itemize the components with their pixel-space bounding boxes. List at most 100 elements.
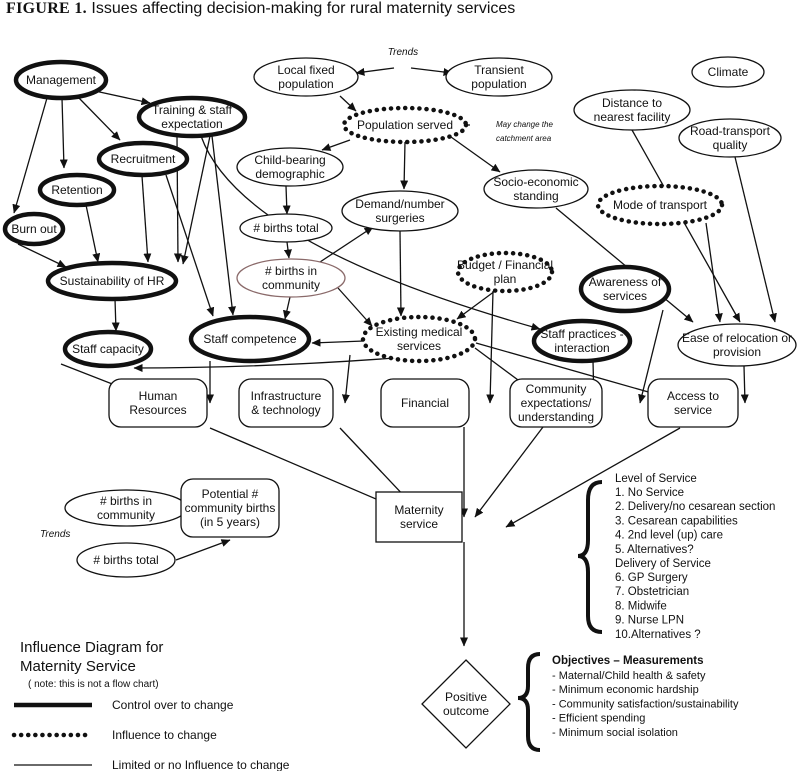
legend-label: Control over to change (112, 698, 234, 712)
node-label: Staff capacity (72, 342, 144, 356)
influence-arrow (337, 287, 373, 327)
node-label: Access to (667, 389, 719, 403)
node-label: Road-transport (690, 124, 771, 138)
node-label: Transient (474, 63, 524, 77)
node-shape (238, 378, 334, 428)
influence-arrow (175, 539, 231, 561)
node-shape (455, 250, 555, 294)
node-label: Budget / Financial (457, 258, 553, 272)
node-staff-practices: Staff practices -interaction (531, 318, 633, 364)
node-label: outcome (443, 704, 489, 718)
node-label: Training & staff (152, 103, 233, 117)
influence-arrow (17, 243, 67, 268)
node-label: Retention (51, 183, 102, 197)
figure-label: FIGURE 1. (6, 0, 87, 17)
influence-arrow (638, 309, 664, 404)
node-label: & technology (251, 403, 320, 417)
influence-arrow (705, 222, 723, 323)
node-shape (108, 378, 208, 428)
influence-arrow (165, 174, 215, 317)
node-shape (76, 542, 176, 578)
node-potential: Potential #community births(in 5 years) (180, 478, 280, 538)
node-label: surgeries (375, 211, 424, 225)
node-pop-served: Population served (341, 105, 469, 145)
node-label: community (262, 278, 320, 292)
level-of-service-item: 1. No Service (615, 487, 684, 499)
objective-item: - Minimum economic hardship (552, 684, 699, 696)
catchment-note: May change the (496, 120, 553, 129)
influence-arrow (341, 354, 351, 404)
node-management: Management (13, 59, 109, 101)
objective-item: - Efficient spending (552, 713, 645, 725)
influence-arrow (339, 95, 357, 112)
node-shape (236, 258, 346, 298)
node-shape (360, 314, 478, 364)
objective-item: - Maternal/Child health & safety (552, 670, 706, 682)
node-shape (578, 264, 672, 314)
node-label: Burn out (11, 222, 57, 236)
level-of-service-item: 2. Delivery/no cesarean section (615, 501, 775, 513)
objective-item: - Community satisfaction/sustainability (552, 698, 739, 710)
node-label: service (400, 517, 438, 531)
node-label: Sustainability of HR (60, 274, 165, 288)
delivery-of-service-heading: Delivery of Service (615, 558, 711, 570)
objective-item: - Minimum social isolation (552, 727, 678, 739)
node-shape (573, 89, 691, 131)
node-shape (341, 190, 459, 232)
legend-label: Influence to change (112, 728, 217, 742)
node-staff-competence: Staff competence (188, 314, 312, 364)
level-of-service-heading: Level of Service (615, 473, 697, 485)
node-label: community (97, 508, 155, 522)
node-births-total-bot: # births total (76, 542, 176, 578)
figure-caption: Issues affecting decision-making for rur… (91, 0, 516, 17)
delivery-of-service-item: 9. Nurse LPN (615, 615, 684, 627)
node-staff-capacity: Staff capacity (62, 329, 154, 369)
influence-arrow (319, 226, 374, 263)
influence-arrow (505, 427, 681, 528)
node-shape (188, 314, 312, 364)
node-label: (in 5 years) (200, 515, 260, 529)
node-label: # births total (253, 221, 318, 235)
node-shape (2, 211, 66, 247)
node-shape (677, 323, 797, 367)
node-births-total-top: # births total (239, 213, 333, 243)
node-infra: Infrastructure& technology (238, 378, 334, 428)
node-shape (96, 140, 190, 178)
node-label: services (603, 289, 647, 303)
influence-arrow (740, 365, 749, 404)
node-shape (531, 318, 633, 364)
node-shape (341, 105, 469, 145)
influence-arrow (111, 298, 120, 332)
node-shape (37, 172, 117, 208)
node-shape (253, 57, 359, 97)
node-shape (647, 378, 739, 428)
node-shape (136, 95, 248, 139)
legend-label: Limited or no Influence to change (112, 758, 290, 771)
node-label: Existing medical (376, 325, 463, 339)
influence-arrow (400, 141, 409, 190)
node-shape (691, 56, 765, 88)
node-shape (62, 329, 154, 369)
influence-arrow (141, 175, 152, 263)
node-label: services (397, 339, 441, 353)
influence-arrow (282, 185, 291, 215)
node-label: Demand/number (355, 197, 444, 211)
node-label: Management (26, 73, 97, 87)
node-label: Population served (357, 118, 453, 132)
node-mode-transport: Mode of transport (595, 183, 725, 227)
node-label: community births (185, 501, 276, 515)
influence-arrow (133, 357, 396, 372)
node-climate: Climate (691, 56, 765, 88)
node-label: Awareness of (589, 275, 662, 289)
node-shape (445, 57, 553, 97)
node-label: Potential # (202, 487, 259, 501)
